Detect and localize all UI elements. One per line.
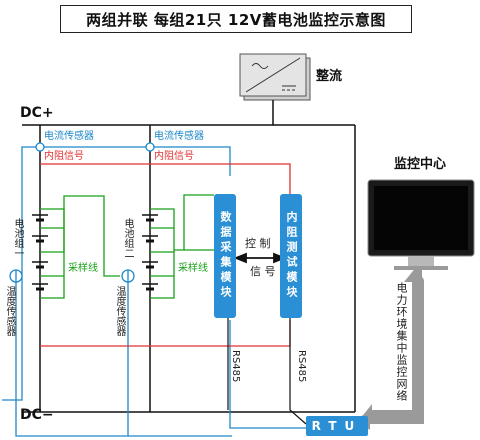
rectifier-icon [239,53,311,101]
internal-resistance-label-right: 内阻信号 [154,151,194,162]
temp-sensor-label-2: 温度传感器 [114,286,125,336]
temp-sensor-label-1: 温度传感器 [4,286,15,336]
monitor-icon [367,179,475,270]
control-label: 控 制 [245,237,271,250]
current-sensor-icon [35,142,155,152]
dc-positive-label: DC+ [20,105,54,121]
sampling-line-label-1: 采样线 [68,263,98,274]
rs485-label-right: RS485 [296,350,307,383]
current-sensor-label-left: 电流传感器 [44,131,94,142]
dc-negative-label: DC− [20,407,54,423]
rectifier-label: 整流 [316,69,343,84]
monitor-center-label: 监控中心 [394,157,447,172]
battery-group-2-label: 电池组二 [122,218,133,258]
data-acquisition-module: 数据采集模块 [214,194,236,318]
temperature-sensor-icon [9,269,135,283]
rtu-box: RTU [306,416,368,436]
internal-resistance-module: 内阻测试模块 [280,194,302,318]
current-sensor-label-right: 电流传感器 [154,131,204,142]
data-acquisition-module-label: 数据采集模块 [219,211,232,301]
battery-group-1-label: 电池组一 [12,218,23,258]
signal-label: 信 号 [250,265,276,278]
rs485-label-left: RS485 [230,350,241,383]
internal-resistance-module-label: 内阻测试模块 [285,211,298,301]
sampling-line-label-2: 采样线 [178,263,208,274]
network-arrow [356,266,424,430]
control-arrow [233,252,287,264]
internal-resistance-label-left: 内阻信号 [44,151,84,162]
battery-cell-icon [32,214,158,291]
diagram-title: 两组并联 每组21只 12V蓄电池监控示意图 [60,5,412,33]
network-label: 电力环境集中监控网络 [395,282,408,402]
